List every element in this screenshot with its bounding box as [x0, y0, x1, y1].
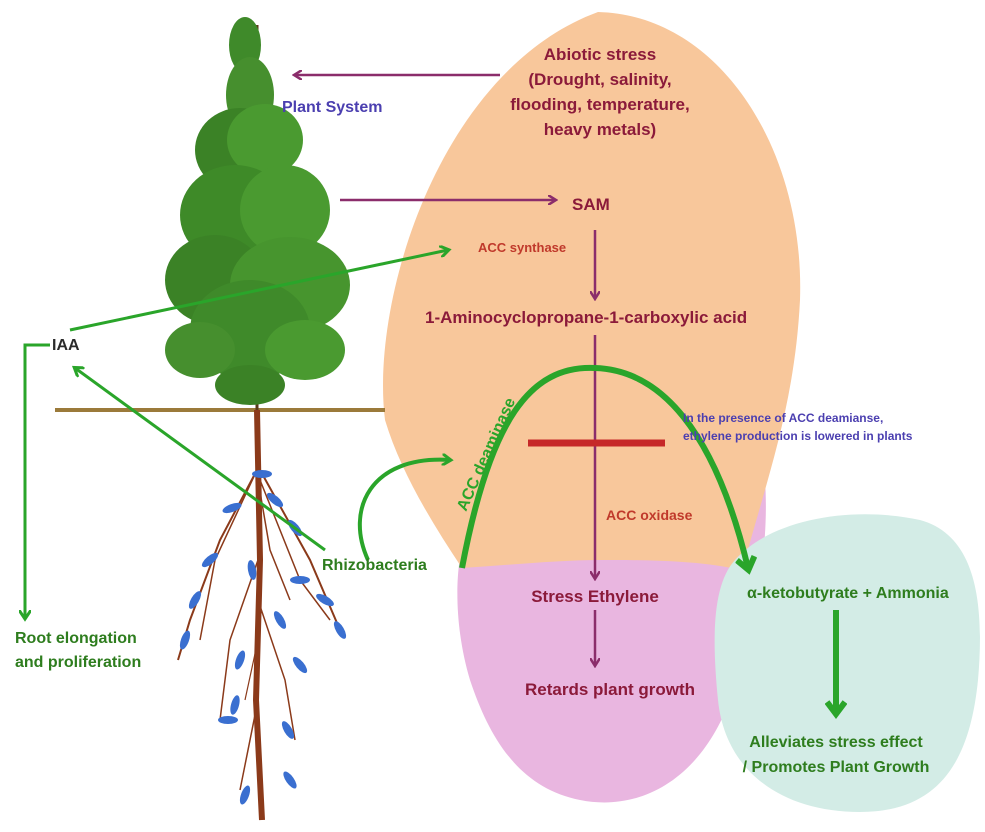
- arrow-iaa-to-root-elongation: [25, 345, 50, 618]
- rhizobacteria-label: Rhizobacteria: [322, 557, 427, 574]
- abiotic-stress-title: Abiotic stress: [544, 45, 656, 64]
- presence-note-line-2: ethylene production is lowered in plants: [683, 429, 913, 443]
- root-elongation-line-2: and proliferation: [15, 654, 141, 671]
- root-elongation-line-1: Root elongation: [15, 630, 137, 647]
- plant-system-label: Plant System: [282, 99, 382, 116]
- alleviates-line-1: Alleviates stress effect: [749, 734, 923, 751]
- alleviates-line-2: / Promotes Plant Growth: [743, 759, 930, 776]
- rhizobacteria-cells-icon: [178, 470, 349, 806]
- retards-growth-label: Retards plant growth: [525, 680, 695, 699]
- sam-label: SAM: [572, 195, 610, 214]
- arrow-rhizobacteria-to-iaa: [75, 368, 325, 550]
- presence-note-line-1: In the presence of ACC deamianse,: [683, 411, 883, 425]
- acc-label: 1-Aminocyclopropane-1-carboxylic acid: [425, 308, 747, 327]
- ketobutyrate-label: α-ketobutyrate + Ammonia: [747, 585, 949, 602]
- iaa-label: IAA: [52, 337, 80, 354]
- acc-oxidase-label: ACC oxidase: [606, 507, 693, 523]
- abiotic-stress-line-3: flooding, temperature,: [510, 95, 689, 114]
- abiotic-stress-line-4: heavy metals): [544, 120, 656, 139]
- stress-ethylene-label: Stress Ethylene: [531, 587, 659, 606]
- abiotic-stress-line-2: (Drought, salinity,: [528, 70, 671, 89]
- acc-synthase-label: ACC synthase: [478, 240, 566, 255]
